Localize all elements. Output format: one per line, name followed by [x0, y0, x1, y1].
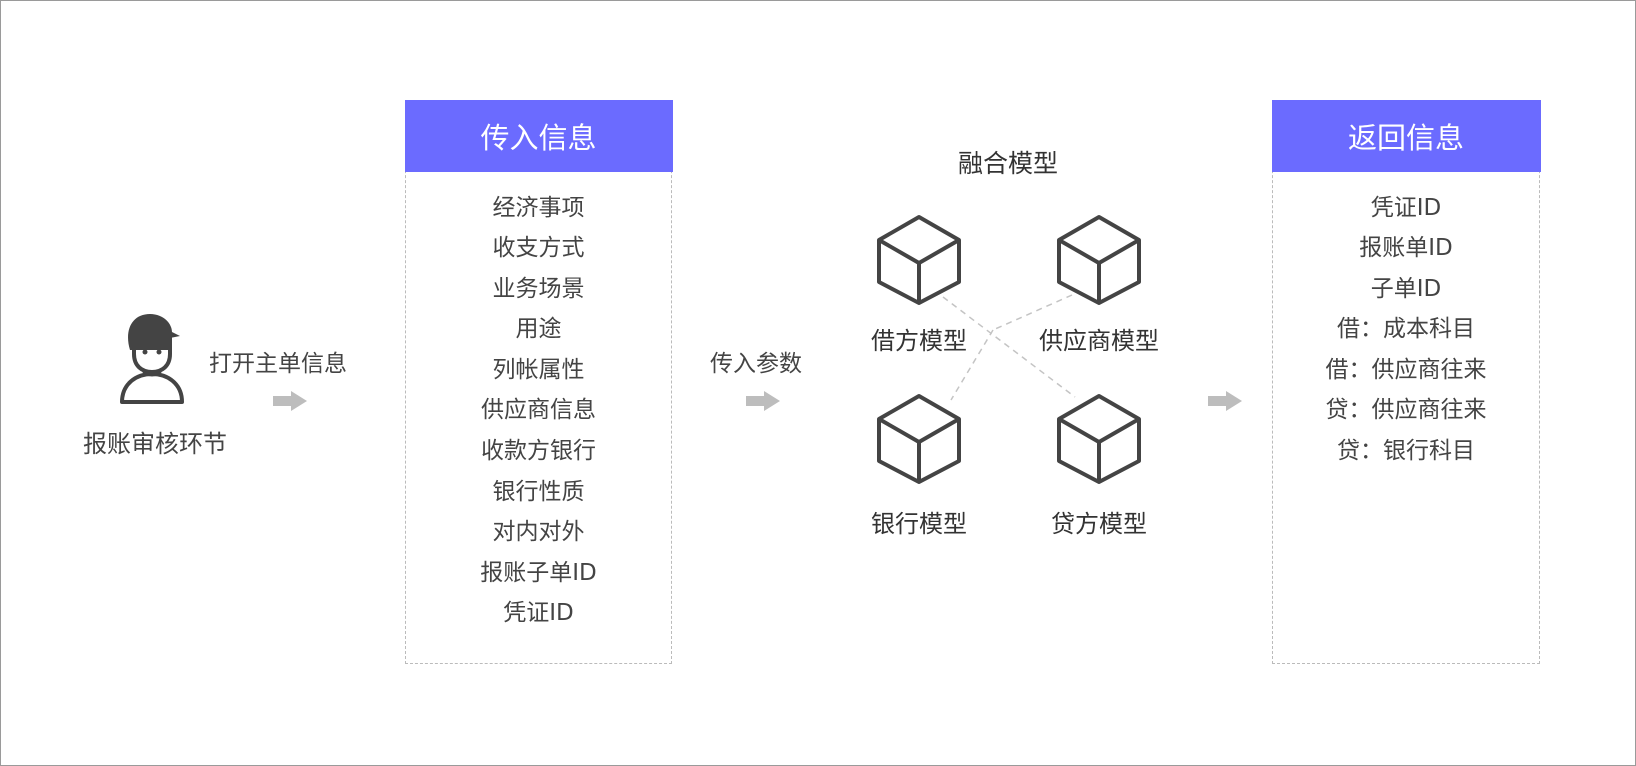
list-item: 供应商信息 [481, 397, 596, 424]
list-item: 借：成本科目 [1337, 316, 1475, 343]
model-title: 融合模型 [957, 149, 1059, 178]
list-item: 收支方式 [492, 235, 585, 262]
input-info-box: 传入信息 经济事项收支方式业务场景用途列帐属性供应商信息收款方银行银行性质对内对… [404, 99, 673, 664]
list-item: 子单ID [1370, 275, 1442, 302]
list-item: 贷：供应商往来 [1325, 397, 1487, 424]
step1-label: 打开主单信息 [209, 351, 347, 377]
arrow-right-icon [746, 391, 780, 411]
list-item: 借：供应商往来 [1325, 356, 1487, 383]
cube-icon [1057, 215, 1141, 305]
cube-icon [877, 394, 961, 484]
list-item: 报账子单ID [480, 559, 597, 586]
model-label: 银行模型 [871, 510, 967, 538]
input-info-list: 经济事项收支方式业务场景用途列帐属性供应商信息收款方银行银行性质对内对外报账子单… [406, 172, 671, 635]
list-item: 凭证ID [1370, 194, 1442, 221]
list-item: 用途 [515, 316, 562, 343]
output-info-list: 凭证ID 报账单ID 子单ID 借：成本科目借：供应商往来贷：供应商往来贷：银行科目 [1273, 172, 1539, 472]
list-item: 列帐属性 [492, 356, 585, 383]
list-item: 对内对外 [492, 519, 585, 546]
output-info-title: 返回信息 [1271, 99, 1541, 172]
cube-icon [877, 215, 961, 305]
model-label: 供应商模型 [1039, 327, 1159, 355]
cube-icon [1057, 394, 1141, 484]
output-info-box: 返回信息 凭证ID 报账单ID 子单ID 借：成本科目借：供应商往来贷：供应商往来贷：… [1271, 99, 1541, 664]
input-info-title: 传入信息 [404, 99, 673, 172]
list-item: 业务场景 [492, 275, 585, 302]
model-label: 借方模型 [871, 327, 967, 355]
arrow-right-icon [273, 391, 307, 411]
arrow-right-icon [1208, 391, 1242, 411]
list-item: 凭证ID [503, 600, 574, 627]
list-item: 经济事项 [492, 194, 585, 221]
list-item: 收款方银行 [481, 438, 596, 465]
model-label: 贷方模型 [1051, 510, 1147, 538]
list-item: 报账单ID [1359, 235, 1453, 262]
user-icon [120, 314, 184, 404]
list-item: 贷：银行科目 [1337, 438, 1475, 465]
step2-label: 传入参数 [710, 351, 802, 377]
actor-label: 报账审核环节 [83, 430, 227, 458]
list-item: 银行性质 [492, 478, 585, 505]
